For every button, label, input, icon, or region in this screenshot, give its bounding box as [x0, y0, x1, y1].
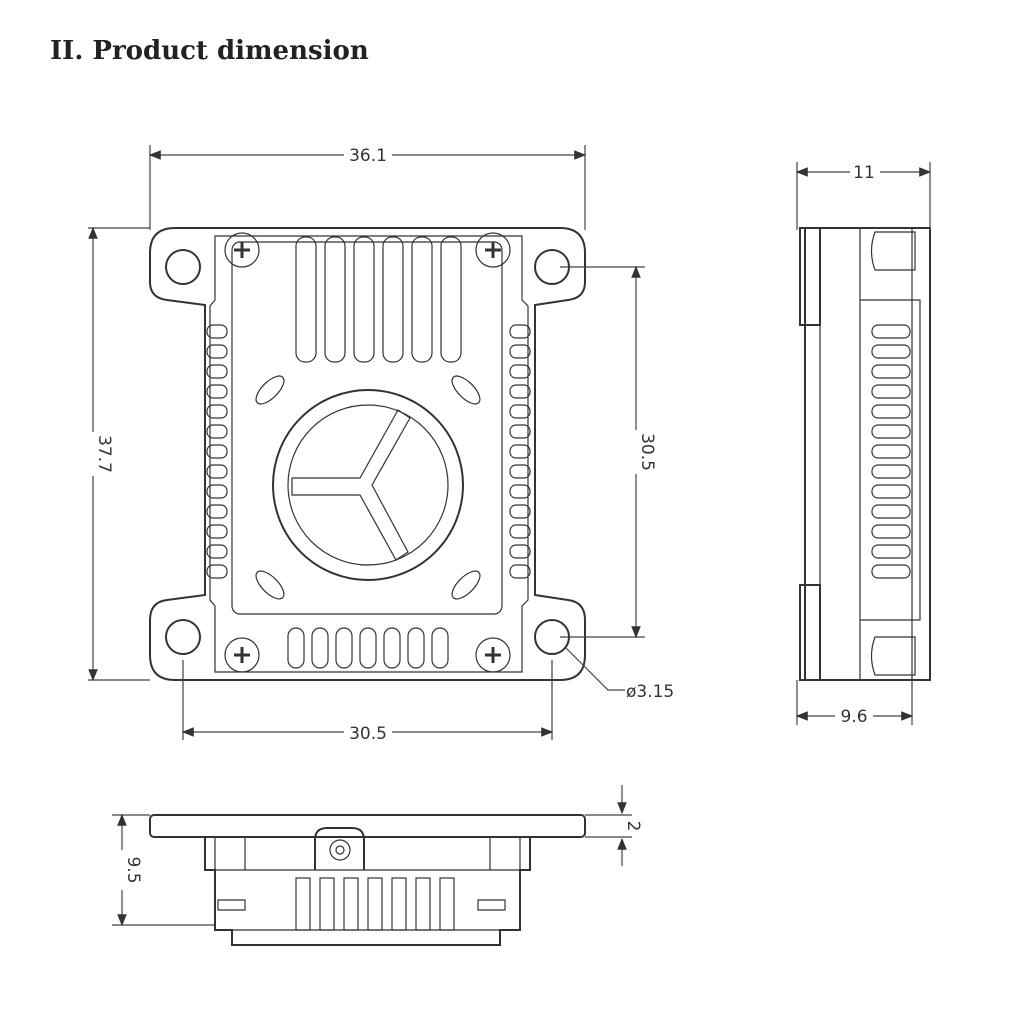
side-rib: [206, 404, 228, 419]
front-outline: [149, 227, 586, 681]
bottom-fin: [391, 877, 407, 931]
depth-dimension-label: 11: [853, 163, 875, 183]
front-view: [149, 227, 586, 681]
bottom-vent-slot: [311, 627, 329, 669]
front-dimensions: 36.1 37.7 30.5 30.5 ø3.15: [84, 145, 674, 744]
top-vent-slot: [382, 236, 404, 363]
body-depth-dimension-label: 9.6: [840, 707, 867, 727]
top-vent-slot: [324, 236, 346, 363]
side-rib: [206, 324, 228, 339]
side-rib: [509, 564, 531, 579]
side-view-rib: [871, 444, 911, 459]
side-rib: [206, 564, 228, 579]
height-dimension-label: 37.7: [94, 435, 114, 473]
horizontal-hole-spacing-label: 30.5: [349, 724, 387, 744]
side-view-rib: [871, 564, 911, 579]
hole-diameter-label: ø3.15: [626, 682, 674, 702]
bottom-fin: [343, 877, 359, 931]
side-rib: [509, 484, 531, 499]
bottom-vent-slot: [335, 627, 353, 669]
oval-slots: [255, 375, 481, 600]
width-dimension-label: 36.1: [349, 146, 387, 166]
bottom-vents: [287, 627, 449, 669]
side-rib: [509, 324, 531, 339]
side-view-rib: [871, 504, 911, 519]
side-rib: [206, 424, 228, 439]
bottom-vent-slot: [431, 627, 449, 669]
side-view-rib: [871, 324, 911, 339]
side-rib: [509, 404, 531, 419]
side-view-rib: [871, 344, 911, 359]
top-vent-slot: [353, 236, 375, 363]
side-rib: [206, 544, 228, 559]
bottom-fin: [367, 877, 383, 931]
side-view-rib: [871, 524, 911, 539]
bottom-fin: [319, 877, 335, 931]
side-dimensions: 11 9.6: [795, 162, 932, 727]
side-rib: [509, 504, 531, 519]
side-view-rib: [871, 364, 911, 379]
bottom-view: [149, 814, 586, 946]
side-rib: [206, 504, 228, 519]
bottom-fin: [415, 877, 431, 931]
side-view-rib: [871, 484, 911, 499]
side-rib: [509, 544, 531, 559]
side-view: [799, 227, 931, 681]
bottom-dimensions: 9.5 2: [112, 785, 643, 927]
bottom-vent-slot: [383, 627, 401, 669]
side-rib: [509, 464, 531, 479]
top-vent-slot: [440, 236, 462, 363]
side-rib: [509, 344, 531, 359]
side-rib: [206, 524, 228, 539]
side-view-rib: [871, 464, 911, 479]
side-rib: [509, 384, 531, 399]
side-rib: [206, 364, 228, 379]
fan: [272, 389, 464, 581]
bottom-vent-slot: [407, 627, 425, 669]
side-rib: [206, 464, 228, 479]
vertical-hole-spacing-label: 30.5: [637, 433, 657, 471]
side-view-rib: [871, 404, 911, 419]
bottom-vent-slot: [287, 627, 305, 669]
top-vents: [295, 236, 462, 363]
side-rib: [509, 444, 531, 459]
top-vent-slot: [295, 236, 317, 363]
bottom-fin: [295, 877, 311, 931]
side-rib: [509, 524, 531, 539]
side-rib: [509, 364, 531, 379]
bottom-fin: [439, 877, 455, 931]
side-rib: [206, 344, 228, 359]
side-rib: [206, 444, 228, 459]
plate-thickness-label: 2: [623, 821, 643, 832]
top-vent-slot: [411, 236, 433, 363]
screws: [224, 232, 511, 673]
side-rib: [206, 384, 228, 399]
page-title: II. Product dimension: [50, 36, 369, 66]
side-view-rib: [871, 384, 911, 399]
side-view-rib: [871, 544, 911, 559]
side-view-rib: [871, 424, 911, 439]
bottom-vent-slot: [359, 627, 377, 669]
side-ribs: [206, 324, 531, 579]
side-rib: [509, 424, 531, 439]
side-rib: [206, 484, 228, 499]
bottom-height-label: 9.5: [123, 856, 143, 883]
